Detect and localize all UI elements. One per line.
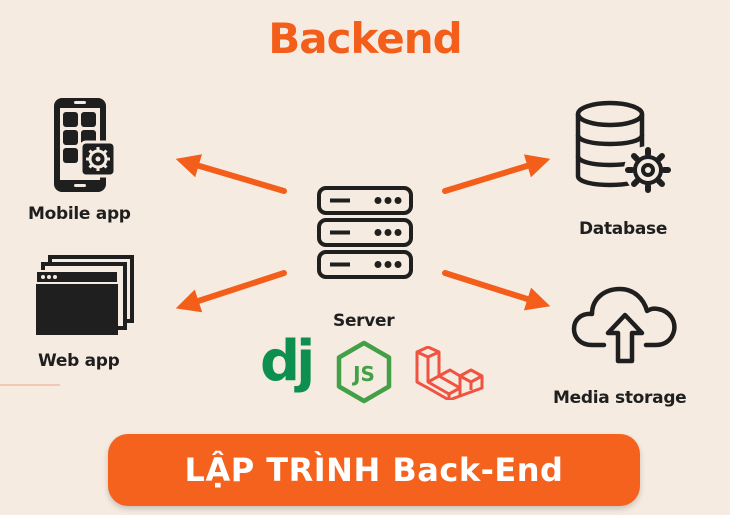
media-storage-label: Media storage <box>553 388 687 408</box>
web-app-icon <box>35 255 134 335</box>
cloud-upload-icon <box>571 286 677 364</box>
server-icon <box>317 186 413 279</box>
arrow-to-web-app <box>175 270 287 313</box>
decorative-divider <box>0 384 60 386</box>
laravel-logo-icon <box>415 346 484 400</box>
arrow-to-database <box>442 154 551 194</box>
banner: LẬP TRÌNH Back-End <box>108 434 640 506</box>
database-label: Database <box>579 219 668 239</box>
nodejs-logo-text: JS <box>351 362 375 386</box>
mobile-app-icon <box>54 98 117 192</box>
nodejs-logo-icon: JS <box>336 340 392 404</box>
django-logo-icon: dj <box>260 334 315 390</box>
server-label: Server <box>333 311 395 331</box>
diagram-title: Backend <box>268 14 463 63</box>
django-logo-text: dj <box>260 329 315 394</box>
arrow-to-media-storage <box>442 270 551 311</box>
arrow-to-mobile-app <box>175 154 287 194</box>
database-icon <box>575 100 672 194</box>
web-app-label: Web app <box>38 351 120 371</box>
banner-text: LẬP TRÌNH Back-End <box>184 451 564 489</box>
mobile-app-label: Mobile app <box>28 204 131 224</box>
